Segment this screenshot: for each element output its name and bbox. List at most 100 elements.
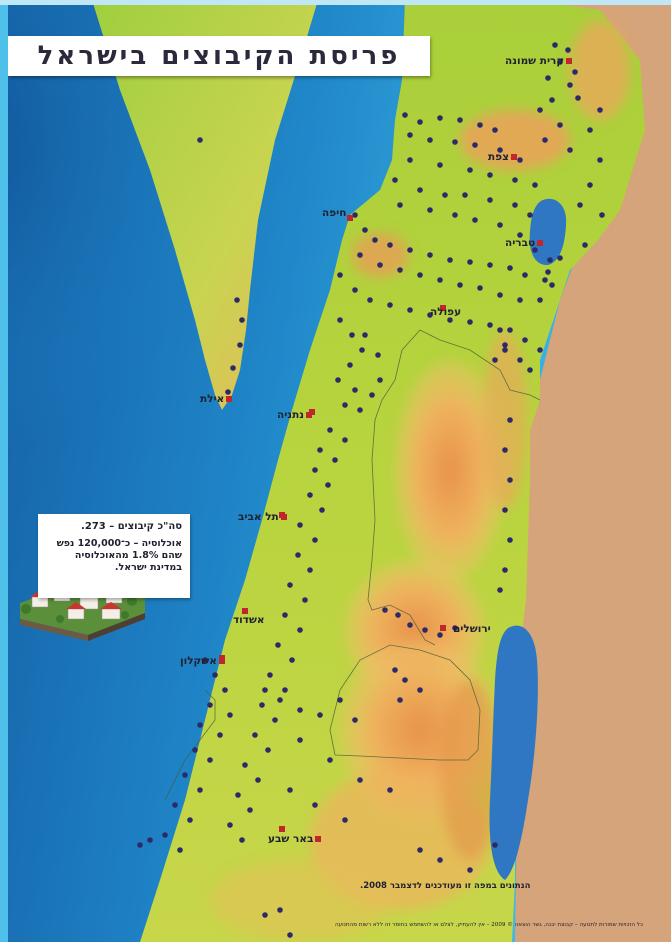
kibbutz-dot-icon: [522, 272, 528, 278]
city-label-ashkelon: אשקלון: [180, 655, 227, 667]
kibbutz-dot-icon: [392, 667, 398, 673]
kibbutz-dot-icon: [467, 867, 473, 873]
terrain-relief: [210, 20, 630, 940]
kibbutz-dot-icon: [472, 142, 478, 148]
kibbutz-dot-icon: [477, 285, 483, 291]
kibbutz-dot-icon: [197, 137, 203, 143]
kibbutz-dot-icon: [235, 792, 241, 798]
kibbutz-dot-icon: [527, 367, 533, 373]
kibbutz-dot-icon: [307, 492, 313, 498]
kibbutz-dot-icon: [407, 307, 413, 313]
kibbutz-dot-icon: [277, 907, 283, 913]
kibbutz-dot-icon: [565, 47, 571, 53]
kibbutz-dot-icon: [407, 247, 413, 253]
kibbutz-dot-icon: [202, 657, 208, 663]
kibbutz-dot-icon: [552, 42, 558, 48]
kibbutz-dot-icon: [357, 407, 363, 413]
kibbutz-dot-icon: [377, 377, 383, 383]
population-line-3: במדינת ישראל.: [114, 562, 182, 573]
city-square-icon: [315, 836, 322, 842]
kibbutz-dot-icon: [342, 437, 348, 443]
kibbutz-dot-icon: [587, 182, 593, 188]
kibbutz-dot-icon: [327, 757, 333, 763]
kibbutz-dot-icon: [277, 697, 283, 703]
kibbutz-dot-icon: [492, 127, 498, 133]
kibbutz-dot-icon: [452, 139, 458, 145]
kibbutz-dot-icon: [487, 322, 493, 328]
footnote-update-date: הנתונים במפה זו מעודכנים לדצמבר 2008.: [360, 881, 531, 891]
city-square-marker-icon: [440, 305, 446, 311]
kibbutz-dot-icon: [197, 787, 203, 793]
kibbutz-dot-icon: [227, 712, 233, 718]
kibbutz-dot-icon: [312, 467, 318, 473]
kibbutz-dot-icon: [457, 117, 463, 123]
kibbutz-dot-icon: [265, 747, 271, 753]
kibbutz-dot-icon: [522, 337, 528, 343]
kibbutz-dot-icon: [287, 582, 293, 588]
sinai-peninsula: [92, 0, 318, 410]
kibbutz-dot-icon: [317, 447, 323, 453]
kibbutz-dot-icon: [545, 75, 551, 81]
kibbutz-dot-icon: [275, 642, 281, 648]
kibbutz-dot-icon: [537, 347, 543, 353]
sea-of-galilee: [529, 198, 567, 266]
kibbutz-dot-icon: [297, 522, 303, 528]
kibbutz-dot-icon: [417, 187, 423, 193]
kibbutz-dot-icon: [502, 447, 508, 453]
kibbutz-dot-icon: [312, 537, 318, 543]
city-label-tveria: טבריה: [505, 237, 545, 249]
city-label-haifa: חיפה: [322, 207, 347, 219]
kibbutz-dot-icon: [527, 212, 533, 218]
map-title: פריסת הקיבוצים בישראל: [37, 41, 401, 71]
kibbutz-dot-icon: [207, 757, 213, 763]
kibbutz-dot-icon: [347, 362, 353, 368]
eastern-desert-land: [405, 0, 671, 942]
kibbutz-dot-icon: [182, 772, 188, 778]
kibbutz-dot-icon: [407, 157, 413, 163]
kibbutz-dot-icon: [217, 732, 223, 738]
city-square-marker-icon: [242, 608, 248, 614]
kibbutz-dot-icon: [577, 202, 583, 208]
kibbutz-dot-icon: [325, 482, 331, 488]
kibbutz-dot-icon: [239, 837, 245, 843]
kibbutz-dot-icon: [557, 255, 563, 261]
kibbutz-dot-icon: [172, 802, 178, 808]
kibbutz-dot-icon: [317, 712, 323, 718]
kibbutz-dot-icon: [557, 59, 563, 65]
kibbutz-dot-icon: [295, 552, 301, 558]
kibbutz-dot-icon: [492, 357, 498, 363]
kibbutz-dot-icon: [567, 147, 573, 153]
kibbutz-dot-icon: [397, 202, 403, 208]
kibbutz-dot-icon: [452, 625, 458, 631]
kibbutz-dot-icon: [357, 777, 363, 783]
kibbutz-dot-icon: [225, 389, 231, 395]
city-label-afula: עפולה: [430, 306, 462, 318]
kibbutz-dot-icon: [312, 802, 318, 808]
population-line-2: שהם 1.8% מהאוכלוסיה: [74, 550, 182, 561]
kibbutz-dot-icon: [197, 722, 203, 728]
kibbutz-dot-icon: [402, 677, 408, 683]
kibbutz-dot-icon: [287, 787, 293, 793]
gaza-boundary: [164, 689, 216, 801]
city-label-ashdod: אשדוד: [233, 614, 265, 626]
kibbutz-dot-icon: [272, 717, 278, 723]
city-label-kiryat-shmona: קרית שמונה: [505, 55, 574, 67]
kibbutz-dot-icon: [259, 702, 265, 708]
city-square-icon: [510, 154, 517, 160]
kibbutz-dot-icon: [352, 212, 358, 218]
city-square-icon: [566, 58, 573, 64]
kibbutz-dot-icon: [177, 847, 183, 853]
kibbutz-dot-icon: [542, 277, 548, 283]
kibbutz-dot-icon: [542, 137, 548, 143]
kibbutz-dot-icon: [442, 192, 448, 198]
kibbutz-dot-icon: [502, 507, 508, 513]
kibbutz-dot-icon: [349, 332, 355, 338]
kibbutz-dot-icon: [462, 192, 468, 198]
kibbutz-dot-icon: [427, 137, 433, 143]
kibbutz-dot-icon: [427, 312, 433, 318]
top-page-edge: [0, 0, 671, 5]
kibbutz-dot-icon: [502, 567, 508, 573]
kibbutz-dot-icon: [282, 687, 288, 693]
